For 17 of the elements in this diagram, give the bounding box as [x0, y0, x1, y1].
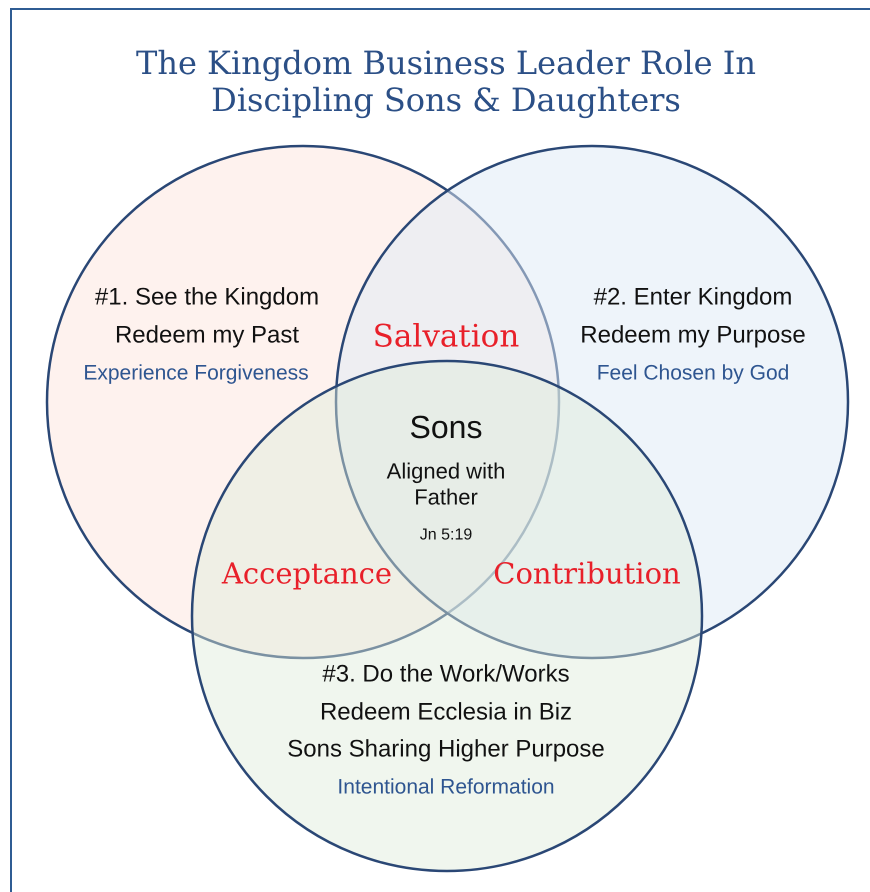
verse-reference: Jn 5:19 [420, 525, 472, 545]
circle-text: #2. Enter Kingdom [594, 284, 792, 312]
center-text: Aligned with Father [386, 458, 506, 512]
subtitle-text: Feel Chosen by God [596, 360, 790, 386]
center-heading: Sons [410, 408, 482, 446]
circle-text: Redeem my Purpose [580, 322, 806, 350]
circle-text: Sons Sharing Higher Purpose [287, 736, 605, 764]
circle-text: #3. Do the Work/Works [322, 660, 570, 690]
subtitle-text: Experience Forgiveness [83, 360, 309, 386]
title: The Kingdom Business Leader Role In Discipling Sons & Daughters [134, 45, 757, 119]
circle-text: #1. See the Kingdom [94, 284, 320, 312]
overlap-label: Acceptance [222, 556, 392, 592]
circle-text: Redeem Ecclesia in Biz [320, 698, 572, 728]
subtitle-text: Intentional Reformation [337, 774, 555, 800]
circle-text: Redeem my Past [114, 322, 300, 350]
overlap-label: Contribution [493, 556, 681, 592]
overlap-label: Salvation [372, 318, 520, 356]
